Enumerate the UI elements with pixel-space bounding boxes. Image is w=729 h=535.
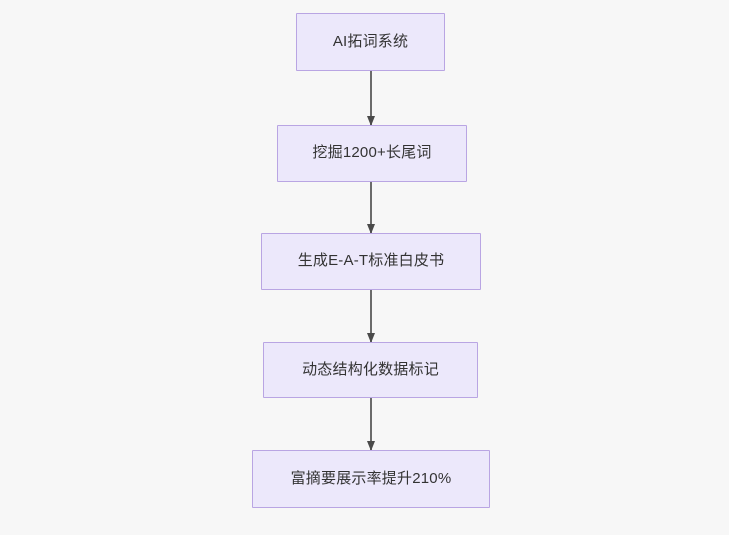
flow-node-3-label: 生成E-A-T标准白皮书 <box>297 252 445 270</box>
flow-node-3[interactable]: 生成E-A-T标准白皮书 <box>261 233 481 290</box>
flow-node-1[interactable]: AI拓词系统 <box>296 13 445 71</box>
flow-node-1-label: AI拓词系统 <box>332 32 409 50</box>
flow-node-5-label: 富摘要展示率提升210% <box>290 469 452 487</box>
flow-node-5[interactable]: 富摘要展示率提升210% <box>252 450 490 508</box>
flow-node-2[interactable]: 挖掘1200+长尾词 <box>277 125 467 182</box>
flow-node-2-label: 挖掘1200+长尾词 <box>312 144 432 162</box>
flow-node-4[interactable]: 动态结构化数据标记 <box>263 342 478 398</box>
flow-node-4-label: 动态结构化数据标记 <box>302 360 439 378</box>
